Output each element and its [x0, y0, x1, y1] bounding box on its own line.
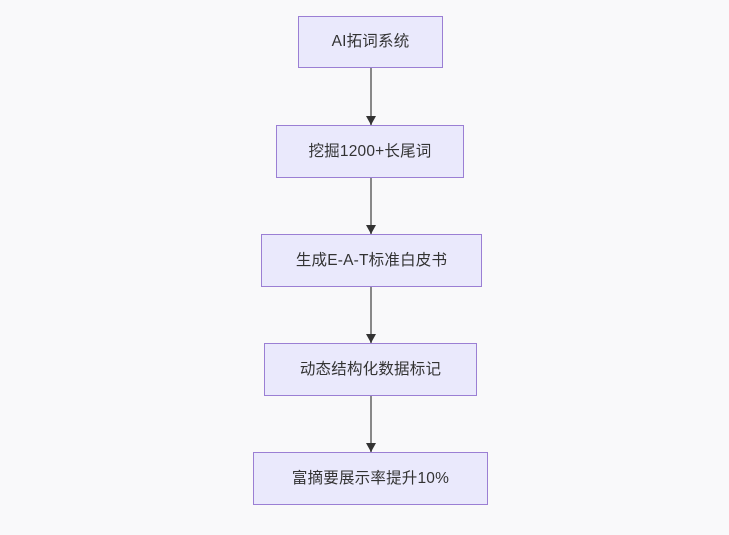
arrow-head-icon [365, 443, 376, 452]
edge-line [370, 396, 372, 452]
edge-node2-node3 [365, 178, 376, 234]
edge-line [370, 178, 372, 234]
flow-node-label: 动态结构化数据标记 [299, 360, 442, 378]
flow-node-dynamic-structured-data[interactable]: 动态结构化数据标记 [264, 343, 477, 396]
flow-node-rich-snippet-uplift[interactable]: 富摘要展示率提升10% [253, 452, 488, 505]
edge-line [370, 287, 372, 343]
flow-node-label: AI拓词系统 [331, 33, 410, 51]
flow-node-generate-eat-whitepaper[interactable]: 生成E-A-T标准白皮书 [261, 234, 482, 287]
arrow-head-icon [365, 116, 376, 125]
flow-node-label: 生成E-A-T标准白皮书 [295, 251, 448, 269]
flow-node-mine-longtail-keywords[interactable]: 挖掘1200+长尾词 [276, 125, 464, 178]
edge-node1-node2 [365, 68, 376, 125]
flow-node-ai-keyword-system[interactable]: AI拓词系统 [298, 16, 443, 68]
arrow-head-icon [365, 225, 376, 234]
edge-node4-node5 [365, 396, 376, 452]
edge-node3-node4 [365, 287, 376, 343]
arrow-head-icon [365, 334, 376, 343]
flow-node-label: 挖掘1200+长尾词 [308, 142, 432, 160]
edge-line [370, 68, 372, 125]
flow-node-label: 富摘要展示率提升10% [291, 469, 450, 487]
